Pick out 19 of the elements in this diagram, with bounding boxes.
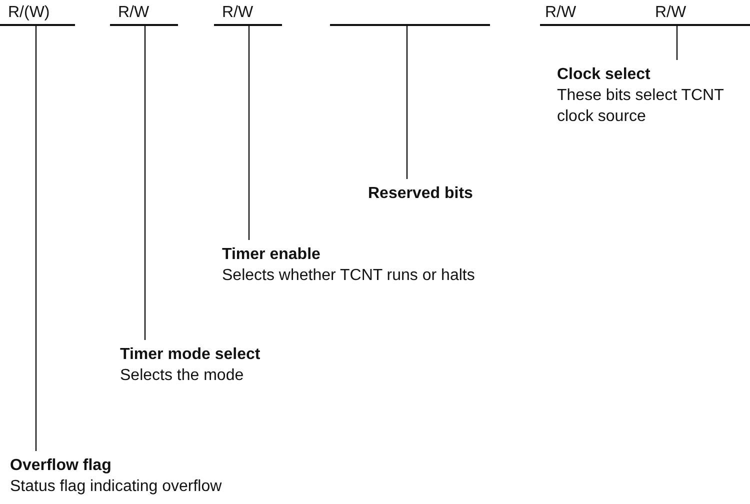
field-description: These bits select TCNT clock source [557,86,725,127]
access-type-label: R/W [655,4,686,22]
access-type-label: R/(W) [8,4,50,22]
field-name: Clock select [557,65,650,85]
leader-line [406,26,408,179]
field-name: Timer enable [222,245,320,265]
access-type-label: R/W [545,4,576,22]
field-name: Timer mode select [120,345,260,365]
field-name: Overflow flag [10,456,112,476]
access-type-label: R/W [222,4,254,22]
field-name: Reserved bits [368,184,473,204]
field-description: Selects whether TCNT runs or halts [222,266,475,286]
leader-line [35,26,37,451]
leader-line [676,26,678,60]
access-type-label: R/W [118,4,150,22]
field-description: Selects the mode [120,366,245,386]
leader-line [248,26,250,240]
field-description: Status flag indicating overflow [10,477,222,497]
leader-line [144,26,146,340]
